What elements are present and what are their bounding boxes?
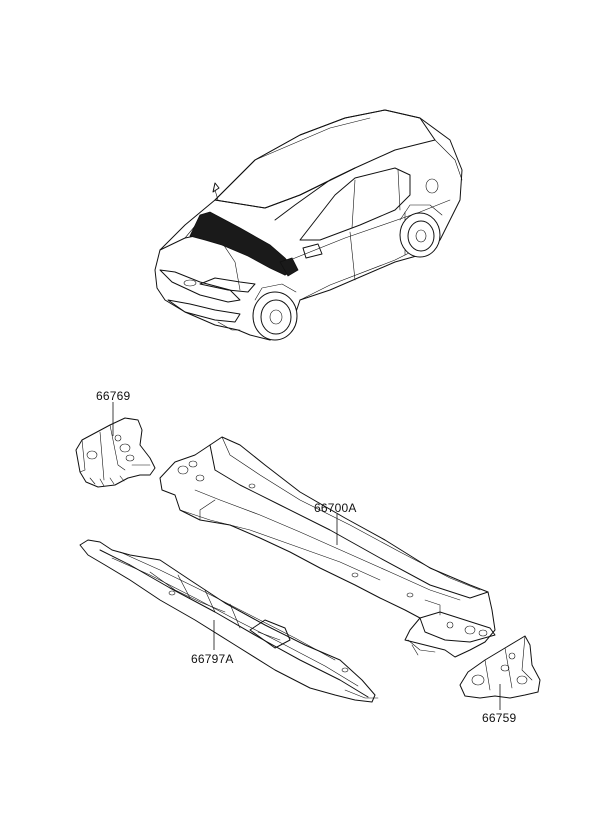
part-label-66700a: 66700A	[314, 501, 357, 515]
part-66759-drawing	[459, 635, 541, 699]
part-66700a-drawing	[159, 436, 496, 658]
part-label-66797a: 66797A	[191, 652, 234, 666]
car-illustration	[154, 109, 463, 341]
part-label-66759: 66759	[482, 711, 516, 725]
part-label-66769: 66769	[96, 389, 130, 403]
part-66797a-drawing	[79, 539, 379, 703]
part-66769-drawing	[75, 417, 156, 488]
